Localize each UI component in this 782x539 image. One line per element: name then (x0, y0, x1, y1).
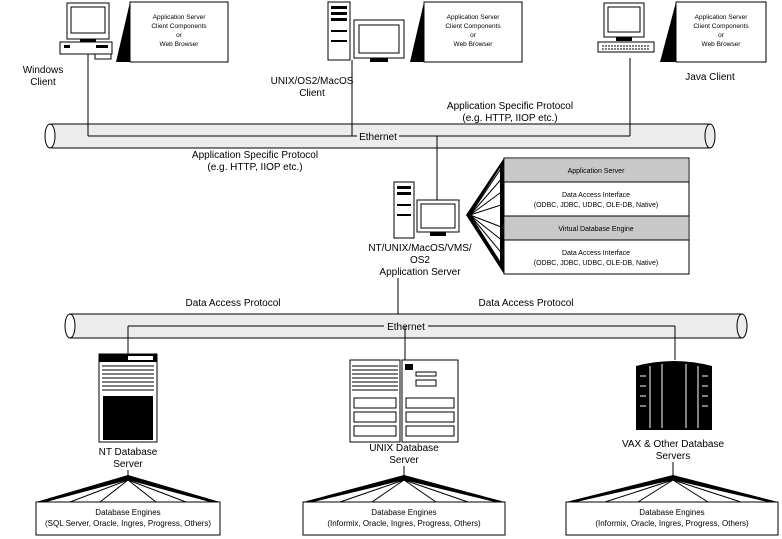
app-server-stack-callout: Application Server Data Access Interface… (466, 157, 690, 275)
vax-server-label-line1: VAX & Other Database (622, 439, 725, 450)
windows-pc-icon (59, 2, 113, 60)
windows-client-label-line1: Windows (23, 65, 64, 76)
bottom-ethernet-pipe: Ethernet (64, 313, 748, 339)
bottom-connection-lines (127, 326, 676, 365)
unix-workstation-icon (327, 1, 405, 62)
stack-header-application-server: Application Server (568, 168, 625, 175)
nt-database-server: NT Database Server Database Engines (SQL… (35, 353, 221, 536)
java-callout-line1: Application Server (695, 14, 749, 21)
app-server-icon (393, 181, 460, 239)
nt-server-tower-icon (98, 353, 158, 443)
unix-server-cabinet-icon (349, 359, 459, 443)
java-callout-line3: or (718, 32, 725, 39)
nt-server-label-line1: NT Database (99, 447, 158, 458)
unix-callout: Application Server Client Components or … (410, 1, 523, 63)
app-server-label-line2: OS2 (410, 255, 430, 266)
bottom-ethernet-label: Ethernet (387, 322, 425, 333)
vax-database-server: VAX & Other Database Servers Database En… (565, 361, 779, 536)
windows-callout-line1: Application Server (153, 14, 207, 21)
windows-callout: Application Server Client Components or … (116, 1, 229, 63)
unix-database-server: UNIX Database Server Database Engines (I… (302, 359, 506, 536)
nt-db-engines-list: (SQL Server, Oracle, Ingres, Progress, O… (45, 519, 211, 528)
windows-callout-line4: Web Browser (160, 41, 200, 48)
unix-callout-line3: or (470, 32, 477, 39)
data-access-protocol-left: Data Access Protocol (185, 298, 280, 309)
top-ethernet-pipe: Ethernet (44, 123, 716, 149)
app-server-label-line1: NT/UNIX/MacOS/VMS/ (368, 243, 472, 254)
vax-server-rack-icon (636, 361, 712, 430)
windows-client: Windows Client Application Server Client… (23, 1, 229, 88)
vax-server-label-line2: Servers (656, 451, 690, 462)
java-client: Java Client Application Server Client Co… (597, 1, 767, 83)
java-callout: Application Server Client Components or … (660, 1, 767, 63)
unix-server-label-line2: Server (389, 455, 419, 466)
java-callout-line2: Client Components (693, 23, 749, 30)
windows-callout-line2: Client Components (151, 23, 207, 30)
java-client-label: Java Client (685, 72, 735, 83)
top-connection-lines (87, 54, 631, 202)
stack-dai2-line2: (ODBC, JDBC, UDBC, OLE-DB, Native) (534, 260, 658, 267)
nt-db-engines-title: Database Engines (95, 508, 160, 517)
java-callout-line4: Web Browser (702, 41, 742, 48)
windows-callout-line3: or (176, 32, 183, 39)
vax-db-engines-title: Database Engines (639, 508, 704, 517)
windows-client-label-line2: Client (30, 77, 56, 88)
vax-db-engines-callout: Database Engines (Informix, Oracle, Ingr… (565, 475, 779, 536)
top-protocol-left-line2: (e.g. HTTP, IIOP etc.) (207, 162, 302, 173)
nt-db-engines-callout: Database Engines (SQL Server, Oracle, In… (35, 475, 221, 536)
unix-client-label-line1: UNIX/OS2/MacOS (271, 76, 354, 87)
stack-dai2-line1: Data Access Interface (562, 250, 630, 257)
top-protocol-right-line2: (e.g. HTTP, IIOP etc.) (462, 113, 557, 124)
unix-db-engines-callout: Database Engines (Informix, Oracle, Ingr… (302, 475, 506, 536)
unix-client-label-line2: Client (299, 88, 325, 99)
unix-db-engines-title: Database Engines (371, 508, 436, 517)
nt-server-label-line2: Server (113, 459, 143, 470)
stack-dai1-line1: Data Access Interface (562, 192, 630, 199)
unix-server-label-line1: UNIX Database (369, 443, 439, 454)
top-protocol-right-line1: Application Specific Protocol (447, 101, 573, 112)
unix-db-engines-list: (Informix, Oracle, Ingres, Progress, Oth… (327, 519, 481, 528)
unix-callout-line2: Client Components (445, 23, 501, 30)
unix-callout-line4: Web Browser (454, 41, 494, 48)
top-protocol-left-line1: Application Specific Protocol (192, 150, 318, 161)
application-server: NT/UNIX/MacOS/VMS/ OS2 Application Serve… (368, 157, 690, 278)
vax-db-engines-list: (Informix, Oracle, Ingres, Progress, Oth… (595, 519, 749, 528)
java-terminal-icon (597, 2, 655, 53)
top-ethernet-label: Ethernet (359, 132, 397, 143)
data-access-protocol-right: Data Access Protocol (478, 298, 573, 309)
unix-callout-line1: Application Server (447, 14, 501, 21)
app-server-label-line3: Application Server (379, 267, 461, 278)
unix-client: UNIX/OS2/MacOS Client Application Server… (271, 1, 523, 99)
stack-header-virtual-db-engine: Virtual Database Engine (558, 226, 633, 233)
stack-dai1-line2: (ODBC, JDBC, UDBC, OLE-DB, Native) (534, 202, 658, 209)
